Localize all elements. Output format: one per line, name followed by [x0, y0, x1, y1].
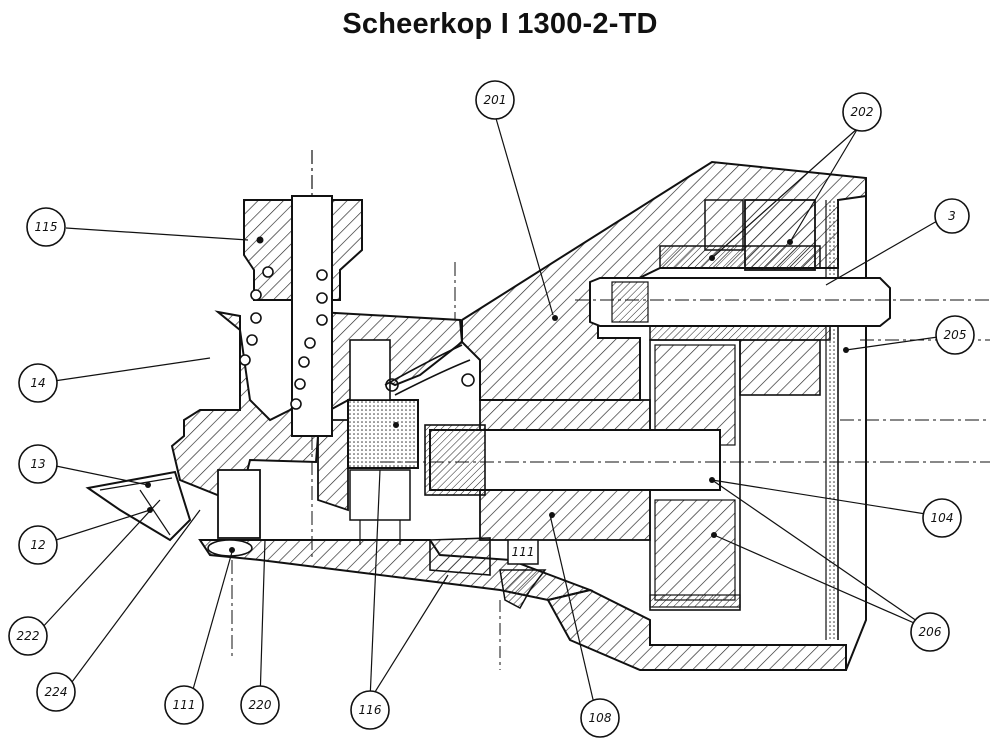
svg-text:205: 205 [944, 328, 967, 342]
callout-202: 202 [842, 92, 882, 132]
callout-14: 14 [18, 363, 58, 403]
callout-108: 108 [580, 698, 620, 738]
svg-text:116: 116 [359, 703, 382, 717]
page-title: Scheerkop I 1300-2-TD [342, 8, 658, 40]
left-housing-14 [170, 310, 464, 512]
callout-206: 206 [910, 612, 950, 652]
callout-201: 201 [475, 80, 515, 120]
svg-text:201: 201 [484, 93, 507, 107]
svg-text:14: 14 [30, 376, 45, 390]
callout-12: 12 [18, 525, 58, 565]
svg-text:206: 206 [919, 625, 942, 639]
svg-text:13: 13 [30, 457, 45, 471]
svg-text:220: 220 [249, 698, 272, 712]
callout-116: 116 [350, 690, 390, 730]
callout-220: 220 [240, 685, 280, 725]
spring-coils [239, 266, 328, 410]
callout-111: 111 [164, 685, 204, 725]
svg-text:224: 224 [45, 685, 68, 699]
callout-222: 222 [8, 616, 48, 656]
bolt-111: 111 [499, 539, 547, 670]
lower-inserts [649, 325, 831, 611]
svg-text:3: 3 [948, 209, 956, 223]
svg-text:108: 108 [589, 711, 612, 725]
linkage [384, 262, 475, 396]
shaft-3 [575, 277, 990, 327]
svg-text:115: 115 [35, 220, 58, 234]
insert-block-202 [659, 199, 821, 271]
blade-12 [85, 470, 192, 542]
svg-text:104: 104 [931, 511, 954, 525]
svg-text:111: 111 [173, 698, 196, 712]
svg-text:12: 12 [30, 538, 45, 552]
central-rod [380, 399, 990, 541]
svg-text:222: 222 [17, 629, 40, 643]
callout-13: 13 [18, 444, 58, 484]
callout-3: 3 [934, 198, 970, 234]
part-mark-111: 111 [512, 545, 535, 559]
leader-lines [39, 114, 953, 709]
callout-205: 205 [935, 315, 975, 355]
center-lines [840, 339, 990, 421]
spring-housing-115 [239, 150, 363, 560]
callout-104: 104 [922, 498, 962, 538]
callout-115: 115 [26, 207, 66, 247]
callout-224: 224 [36, 672, 76, 712]
block-116 [347, 399, 419, 545]
svg-text:202: 202 [851, 105, 874, 119]
lower-rail-220 [198, 469, 594, 660]
